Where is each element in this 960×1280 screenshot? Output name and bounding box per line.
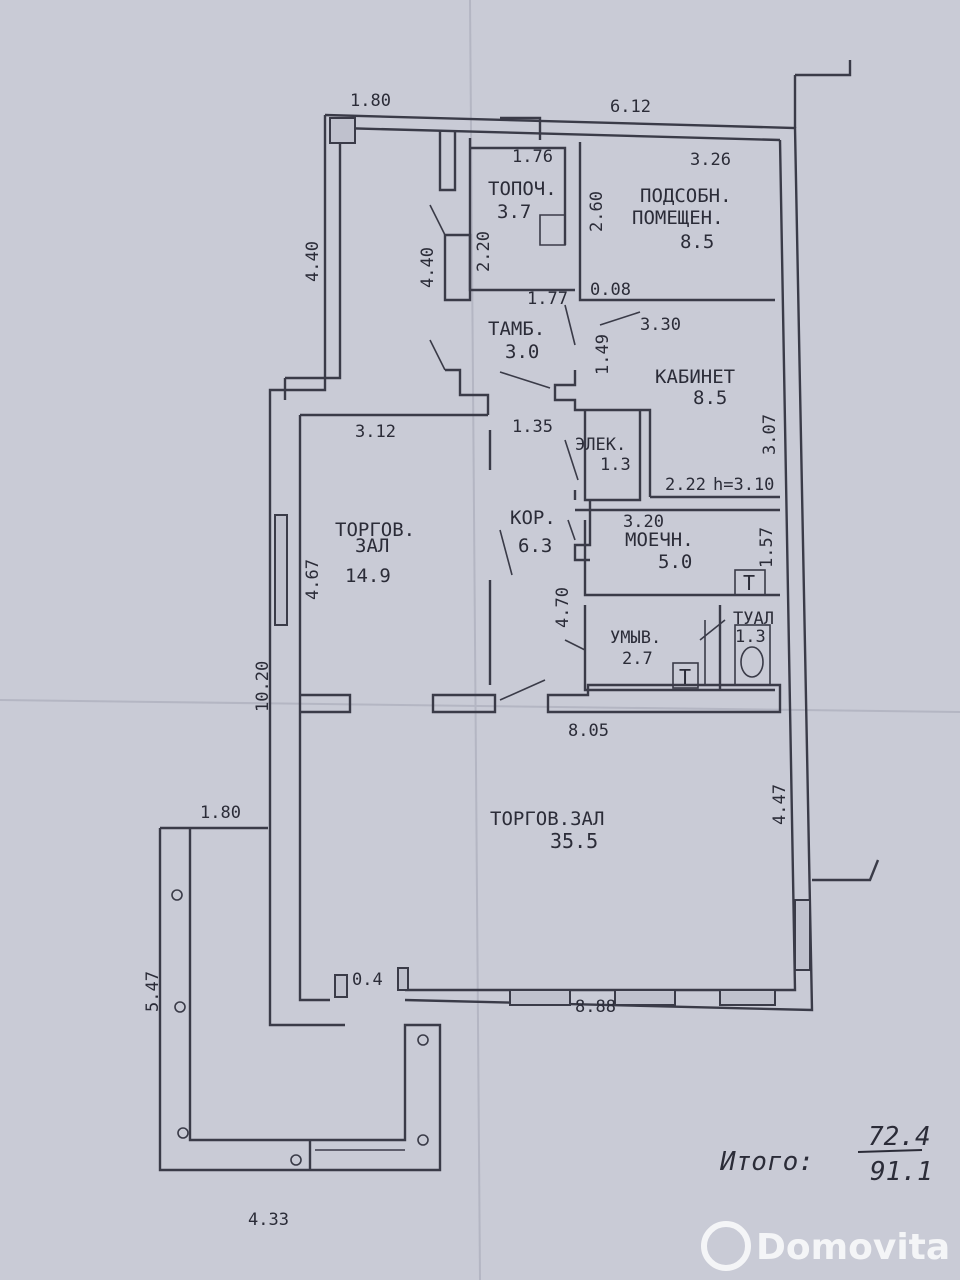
sink-icon (672, 662, 699, 689)
total-value-living: 72.4 (868, 1122, 931, 1152)
logo-icon (701, 1221, 751, 1271)
room-area-kor: 6.3 (518, 535, 552, 557)
room-area-torg-big: 35.5 (550, 829, 598, 853)
fixture-label: T (679, 665, 691, 689)
room-name-moechn: МОЕЧН. (625, 529, 694, 551)
dim-kabinet-side: 1.49 (593, 334, 613, 375)
room-area-elek: 1.3 (600, 455, 631, 475)
toilet-icon (734, 624, 771, 686)
room-name-tual: ТУАЛ (733, 609, 774, 629)
interior-walls (300, 116, 782, 714)
column-marker (174, 1001, 186, 1013)
dim-podsob-height: 2.60 (587, 191, 607, 232)
dim-corridor-height: 4.70 (553, 587, 573, 628)
total-label: Итого: (719, 1147, 814, 1177)
dim-door-offset: 0.4 (352, 970, 383, 990)
exterior-walls (268, 60, 880, 1027)
column-marker (417, 1134, 429, 1146)
room-area-kabinet: 8.5 (693, 387, 727, 409)
dim-wall-thickness: 0.08 (590, 280, 631, 300)
room-name-podsob-2: ПОМЕЩЕН. (632, 207, 724, 229)
area-total: Итого: 72.4 91.1 (719, 1122, 933, 1187)
room-area-moechn: 5.0 (658, 551, 692, 573)
column-marker (290, 1154, 302, 1166)
dim-torg-big-height: 4.47 (770, 784, 790, 825)
dim-moechn-height: 1.57 (757, 527, 777, 568)
dim-porch-height: 5.47 (143, 971, 163, 1012)
paper-fold-horizontal (0, 699, 960, 713)
room-area-tual: 1.3 (735, 627, 766, 647)
dim-corridor-width: 1.35 (512, 417, 553, 437)
dim-porch-top: 1.80 (200, 803, 241, 823)
dim-top: 6.12 (610, 97, 651, 117)
dim-kabinet-bottom: 2.22 (665, 475, 706, 495)
dim-podsob-width: 3.26 (690, 150, 731, 170)
dim-top-left: 1.80 (350, 91, 391, 111)
porch-outline (158, 826, 442, 1172)
dim-kabinet-height: 3.07 (760, 414, 780, 455)
dim-ceiling-height: h=3.10 (713, 475, 774, 495)
room-name-umyv: УМЫВ. (610, 628, 661, 648)
room-name-kor: КОР. (510, 507, 556, 529)
column-marker (177, 1127, 189, 1139)
dim-porch-bottom: 4.33 (248, 1210, 289, 1230)
dim-left-wing: 4.40 (303, 241, 323, 282)
column-marker (171, 889, 183, 901)
room-name-topoch: ТОПОЧ. (488, 178, 557, 200)
fixture-label: T (743, 571, 755, 595)
total-value-overall: 91.1 (870, 1157, 933, 1187)
column-marker (417, 1034, 429, 1046)
dim-bottom: 8.88 (575, 997, 616, 1017)
windows (274, 117, 811, 1006)
dim-moechn-width: 3.20 (623, 512, 664, 532)
watermark-logo: Domovita (701, 1221, 950, 1271)
dim-topoch-width: 1.76 (512, 147, 553, 167)
watermark-text: Domovita (756, 1227, 950, 1268)
room-name-torg-small: ТОРГОВ. (335, 519, 415, 541)
dim-topoch-height: 2.20 (474, 231, 494, 272)
room-name-podsob: ПОДСОБН. (640, 185, 732, 207)
dim-left-total: 10.20 (253, 661, 273, 712)
sanitary-fixtures: T T (672, 569, 771, 689)
dim-kabinet-width: 3.30 (640, 315, 681, 335)
dim-torg-big-width: 8.05 (568, 721, 609, 741)
room-area-podsob: 8.5 (680, 231, 714, 253)
room-area-topoch: 3.7 (497, 201, 531, 223)
dim-torg-small-width: 3.12 (355, 422, 396, 442)
doors (429, 204, 726, 701)
room-name-tamb: ТАМБ. (488, 318, 545, 340)
room-name-torg-small-2: ЗАЛ (355, 535, 389, 557)
toilet-bowl-icon (740, 646, 764, 678)
room-area-umyv: 2.7 (622, 649, 653, 669)
sink-icon (734, 569, 766, 596)
room-name-elek: ЭЛЕК. (575, 435, 626, 455)
dim-torg-small-height: 4.67 (303, 559, 323, 600)
room-area-torg-small: 14.9 (345, 565, 391, 587)
dim-tamb-width: 1.77 (527, 289, 568, 309)
paper-fold-vertical (469, 0, 481, 1280)
dim-inner-wing: 4.40 (418, 247, 438, 288)
room-name-kabinet: КАБИНЕТ (655, 366, 735, 388)
room-name-torg-big: ТОРГОВ.ЗАЛ (490, 808, 604, 830)
room-area-tamb: 3.0 (505, 341, 539, 363)
